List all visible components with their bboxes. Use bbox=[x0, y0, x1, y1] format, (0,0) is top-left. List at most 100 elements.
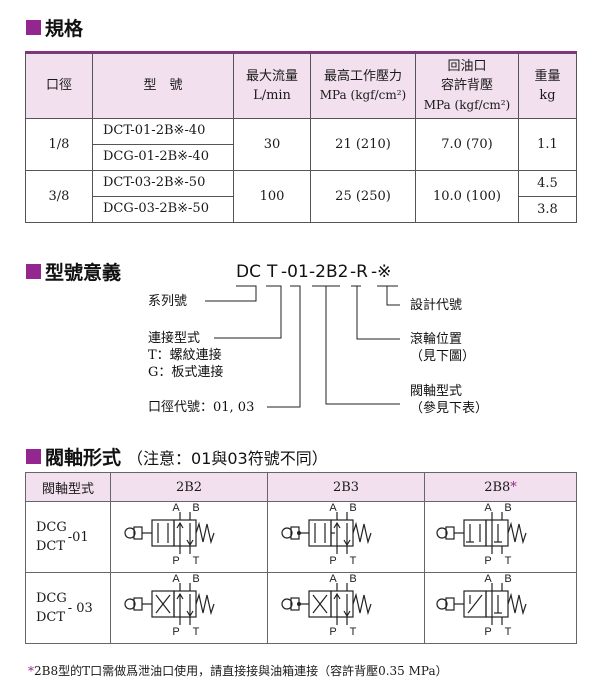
cell-port: 3/8 bbox=[25, 170, 93, 223]
cell-weight: 1.1 bbox=[518, 118, 577, 171]
label-spool-sub: （參見下表） bbox=[410, 401, 489, 416]
spool-note-text: （注意：01與03符號不同） bbox=[127, 448, 328, 468]
code-part-t: T bbox=[267, 262, 278, 282]
cell-model: DCG-03-2B※-50 bbox=[92, 196, 234, 223]
svg-text:T: T bbox=[350, 626, 357, 638]
spec-title-text: 規格 bbox=[45, 18, 84, 40]
svg-text:T: T bbox=[504, 555, 511, 567]
footer-star: * bbox=[28, 664, 34, 678]
spool-section-title: 閥軸形式 （注意：01與03符號不同） bbox=[26, 443, 328, 470]
svg-text:P: P bbox=[484, 626, 491, 638]
table-row: 1/8 DCT-01-2B※-40 30 21 (210) 7.0 (70) 1… bbox=[25, 118, 577, 171]
svg-text:B: B bbox=[192, 573, 199, 585]
label-conn-g: G：板式連接 bbox=[148, 365, 224, 380]
svg-text:P: P bbox=[172, 555, 179, 567]
code-part-spool: -2B2 bbox=[309, 262, 349, 282]
cell-flow: 30 bbox=[233, 118, 311, 171]
svg-text:T: T bbox=[193, 555, 200, 567]
spool-title-text: 閥軸形式 bbox=[45, 447, 122, 469]
th-port: 口徑 bbox=[25, 53, 93, 119]
label-design: 設計代號 bbox=[410, 298, 463, 313]
cell-model: DCT-03-2B※-50 bbox=[92, 170, 234, 197]
section-marker-icon bbox=[26, 20, 41, 35]
cell-flow: 100 bbox=[233, 170, 311, 223]
svg-text:A: A bbox=[484, 573, 492, 585]
svg-text:P: P bbox=[484, 555, 491, 567]
th-2b8: 2B8* bbox=[424, 472, 577, 502]
th-2b3: 2B3 bbox=[267, 472, 425, 502]
svg-text:P: P bbox=[329, 555, 336, 567]
spec-section-title: 規格 bbox=[26, 14, 83, 41]
section-marker-icon bbox=[26, 449, 41, 464]
footer-text: 2B8型的T口需做爲泄油口使用，請直接接與油箱連接（容許背壓0.35 MPa） bbox=[34, 664, 448, 678]
svg-text:A: A bbox=[329, 573, 337, 585]
model-title-text: 型號意義 bbox=[45, 262, 122, 284]
svg-text:B: B bbox=[192, 502, 199, 514]
th-2b2: 2B2 bbox=[110, 472, 268, 502]
cell-weight: 4.5 bbox=[518, 170, 577, 197]
section-marker-icon bbox=[26, 264, 41, 279]
th-model: 型 號 bbox=[92, 53, 234, 119]
svg-text:T: T bbox=[504, 626, 511, 638]
svg-text:B: B bbox=[349, 573, 356, 585]
svg-text:A: A bbox=[172, 573, 180, 585]
cell-model: DCG-01-2B※-40 bbox=[92, 144, 234, 171]
label-roller: 滾輪位置 bbox=[410, 332, 463, 347]
svg-text:P: P bbox=[172, 626, 179, 638]
svg-text:P: P bbox=[329, 626, 336, 638]
label-conn-t: T：螺紋連接 bbox=[148, 348, 222, 363]
svg-text:A: A bbox=[172, 502, 180, 514]
svg-text:A: A bbox=[484, 502, 492, 514]
cell-port: 1/8 bbox=[25, 118, 93, 171]
label-spool: 閥軸型式 bbox=[410, 384, 463, 399]
svg-text:B: B bbox=[504, 502, 511, 514]
svg-text:T: T bbox=[193, 626, 200, 638]
cell-weight: 3.8 bbox=[518, 196, 577, 223]
spool-header-row: 閥軸型式 2B2 2B3 2B8* bbox=[25, 472, 577, 502]
label-conn: 連接型式 bbox=[148, 331, 201, 346]
th-spool-type: 閥軸型式 bbox=[25, 472, 111, 502]
label-size: 口徑代號：01, 03 bbox=[148, 400, 255, 415]
table-top-rule bbox=[25, 51, 577, 53]
cell-pressure: 21 (210) bbox=[310, 118, 416, 171]
cell-back: 10.0 (100) bbox=[415, 170, 519, 223]
label-series: 系列號 bbox=[148, 294, 188, 309]
svg-text:B: B bbox=[349, 502, 356, 514]
code-part-design: -※ bbox=[371, 262, 392, 282]
footer-note: *2B8型的T口需做爲泄油口使用，請直接接與油箱連接（容許背壓0.35 MPa） bbox=[28, 662, 448, 679]
cell-pressure: 25 (250) bbox=[310, 170, 416, 223]
cell-model: DCT-01-2B※-40 bbox=[92, 118, 234, 145]
svg-text:T: T bbox=[350, 555, 357, 567]
svg-text:B: B bbox=[504, 573, 511, 585]
label-roller-sub: （見下圖） bbox=[410, 349, 476, 364]
cell-back: 7.0 (70) bbox=[415, 118, 519, 171]
code-part-dc: DC bbox=[236, 262, 261, 282]
code-part-size: -01 bbox=[281, 262, 309, 282]
table-row: DCG-03-2B※-50 3.8 bbox=[26, 196, 577, 223]
code-part-roller: -R bbox=[350, 262, 368, 282]
model-section-title: 型號意義 bbox=[26, 258, 121, 285]
table-row: DCG-01-2B※-40 bbox=[26, 144, 577, 171]
table-row: 3/8 DCT-03-2B※-50 100 25 (250) 10.0 (100… bbox=[25, 170, 577, 223]
